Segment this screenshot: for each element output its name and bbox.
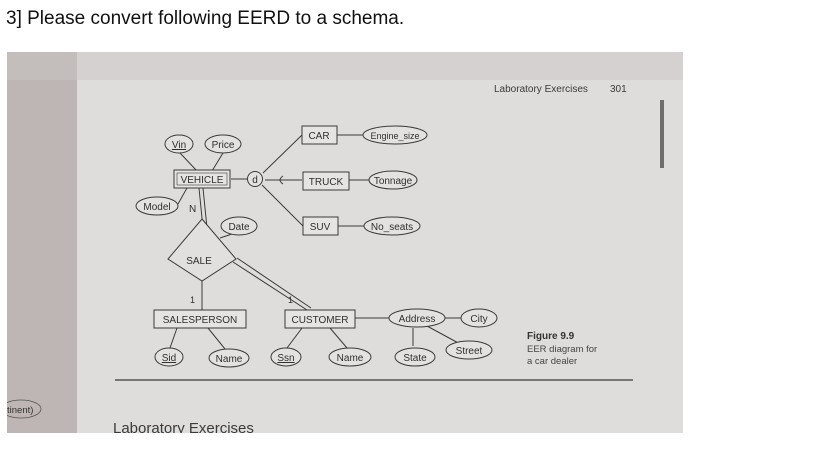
attr-street: Street [445,340,493,360]
svg-text:Engine_size: Engine_size [370,131,419,141]
svg-text:VEHICLE: VEHICLE [181,175,224,186]
svg-text:Ssn: Ssn [277,353,294,364]
svg-text:Vin: Vin [172,140,186,151]
attr-no-seats: No_seats [363,216,421,236]
svg-text:d: d [252,175,258,186]
margin-note: tinent) [7,399,42,419]
attr-sid: Sid [154,347,184,367]
question-text: 3] Please convert following EERD to a sc… [6,8,405,29]
entity-vehicle: VEHICLE [173,169,231,189]
svg-text:Sid: Sid [162,353,176,364]
entity-truck: TRUCK [302,171,350,191]
textbook-photo: Laboratory Exercises 301 [7,52,683,433]
entity-salesperson: SALESPERSON [153,309,247,329]
svg-text:Name: Name [337,353,364,364]
svg-text:City: City [470,314,487,325]
attr-date: Date [220,216,258,236]
attr-engine-size: Engine_size [362,125,428,145]
page-header-number: 301 [610,84,627,95]
svg-text:Street: Street [456,346,483,357]
attr-customer-name: Name [328,347,372,367]
attr-state: State [394,347,436,367]
svg-text:tinent): tinent) [7,405,33,416]
svg-text:Date: Date [228,222,250,233]
relationship-sale: SALE [167,218,237,282]
cardinality-customer: 1 [288,295,293,305]
attr-ssn: Ssn [270,347,302,367]
svg-text:TRUCK: TRUCK [309,177,344,188]
attr-salesperson-name: Name [208,348,250,368]
svg-text:State: State [403,353,427,364]
attr-city: City [460,308,498,328]
svg-text:Address: Address [399,314,436,325]
page-header-section: Laboratory Exercises [494,84,588,95]
cardinality-n: N [189,204,196,215]
figure-caption-line1: EER diagram for [527,344,597,355]
svg-text:Price: Price [212,140,235,151]
entity-customer: CUSTOMER [284,309,356,329]
svg-text:CAR: CAR [308,131,329,142]
attr-tonnage: Tonnage [368,170,418,190]
svg-text:SALESPERSON: SALESPERSON [163,315,237,326]
svg-text:SUV: SUV [310,222,331,233]
eerd-diagram: Laboratory Exercises 301 [7,52,683,433]
svg-text:Model: Model [143,202,170,213]
svg-text:Tonnage: Tonnage [374,176,413,187]
svg-text:No_seats: No_seats [371,222,413,233]
attr-price: Price [204,134,242,154]
svg-text:CUSTOMER: CUSTOMER [291,315,348,326]
figure-label: Figure 9.9 [527,331,575,342]
disjoint-specialization-circle: d [247,171,263,187]
attr-model: Model [135,196,179,216]
attr-address: Address [388,308,446,328]
attr-vin: Vin [164,134,194,154]
entity-car: CAR [301,125,338,145]
svg-text:SALE: SALE [186,256,212,267]
cardinality-salesperson: 1 [190,295,195,305]
bottom-heading: Laboratory Exercises [113,420,254,433]
svg-text:Name: Name [216,354,243,365]
figure-caption-line2: a car dealer [527,356,577,367]
entity-suv: SUV [302,216,339,236]
